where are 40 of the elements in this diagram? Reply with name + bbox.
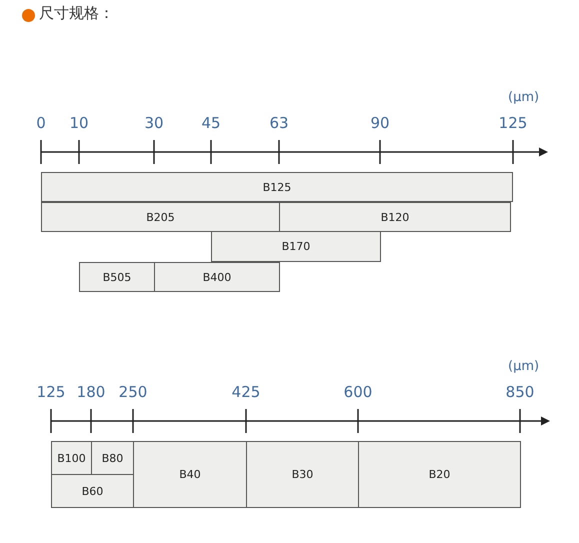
tick-label: 0 <box>36 114 46 132</box>
section-heading: 尺寸规格： <box>39 4 114 23</box>
tick-label: 180 <box>76 383 106 401</box>
bar-label: B20 <box>428 468 450 481</box>
tick-label: 600 <box>344 383 372 401</box>
tick-label: 250 <box>118 383 148 401</box>
range-bar <box>41 202 280 232</box>
tick-label: 90 <box>370 114 390 132</box>
bar-label: B60 <box>82 484 104 498</box>
tick-label: 30 <box>144 114 164 132</box>
tick-label: 125 <box>36 383 66 401</box>
range-bar <box>41 172 513 202</box>
tick-label: 63 <box>269 114 289 132</box>
range-bar <box>358 441 521 508</box>
range-bar <box>91 441 134 475</box>
bar-label: B505 <box>102 270 132 284</box>
bar-label: B125 <box>262 180 292 194</box>
tick-label: 425 <box>232 383 260 401</box>
bar-label: B120 <box>380 210 410 224</box>
range-bar <box>154 262 280 292</box>
bar-label: B170 <box>282 240 310 253</box>
range-bar <box>51 441 92 475</box>
range-bar <box>211 231 381 262</box>
bar-label: B205 <box>146 210 175 224</box>
tick-label: 125 <box>498 114 528 132</box>
bar-label: B40 <box>179 468 201 481</box>
range-bar <box>279 202 511 232</box>
unit-label: (µm) <box>508 359 540 374</box>
bar-label: B400 <box>202 270 232 284</box>
range-bar <box>246 441 359 508</box>
tick-label: 10 <box>69 114 89 132</box>
tick-label: 45 <box>201 114 221 132</box>
range-bar <box>133 441 247 508</box>
bar-label: B80 <box>102 452 124 464</box>
range-bar <box>79 262 155 292</box>
tick-label: 850 <box>506 383 534 401</box>
bar-label: B30 <box>292 468 314 481</box>
unit-label: (µm) <box>508 90 540 105</box>
range-bar <box>51 474 134 508</box>
bar-label: B100 <box>57 452 86 464</box>
